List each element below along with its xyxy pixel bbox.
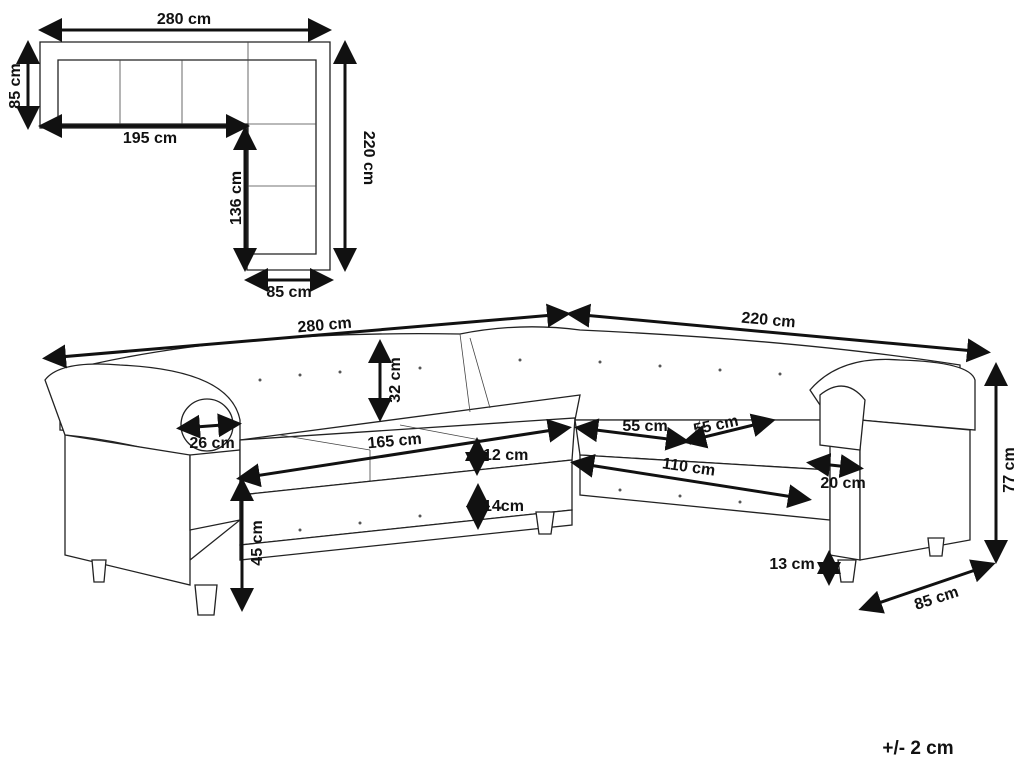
cushion-thickness-label: 12 cm <box>483 447 528 464</box>
plan-return-length-label: 136 cm <box>228 171 245 225</box>
back-height-label: 32 cm <box>387 357 404 402</box>
length-left-label: 280 cm <box>297 315 353 337</box>
sofa-drawing <box>44 326 976 616</box>
corner-depth-a-label: 55 cm <box>622 418 667 435</box>
arm-width-label: 26 cm <box>189 435 234 452</box>
length-right-label: 220 cm <box>741 310 797 332</box>
arm-width-right-label: 20 cm <box>820 475 865 492</box>
plan-return-width-label: 85 cm <box>266 284 311 301</box>
plan-depth-total-label: 220 cm <box>360 131 377 185</box>
plan-view: 280 cm 85 cm 195 cm 220 cm 136 cm 85 cm <box>7 11 377 301</box>
dimension-labels: 280 cm 220 cm 32 cm 26 cm 165 cm 12 cm 5… <box>189 310 1018 759</box>
tolerance-note: +/- 2 cm <box>882 738 953 759</box>
seat-width-left-label: 165 cm <box>367 431 423 453</box>
seat-height-label: 45 cm <box>249 520 266 565</box>
plan-seat-length-label: 195 cm <box>123 130 177 147</box>
seat-base-height-label: 14cm <box>483 498 524 515</box>
dimension-lines <box>42 303 1008 614</box>
plan-depth-left-label: 85 cm <box>7 63 24 108</box>
leg-height-label: 13 cm <box>769 556 814 573</box>
total-height-label: 77 cm <box>1001 447 1018 492</box>
plan-width-label: 280 cm <box>157 11 211 28</box>
